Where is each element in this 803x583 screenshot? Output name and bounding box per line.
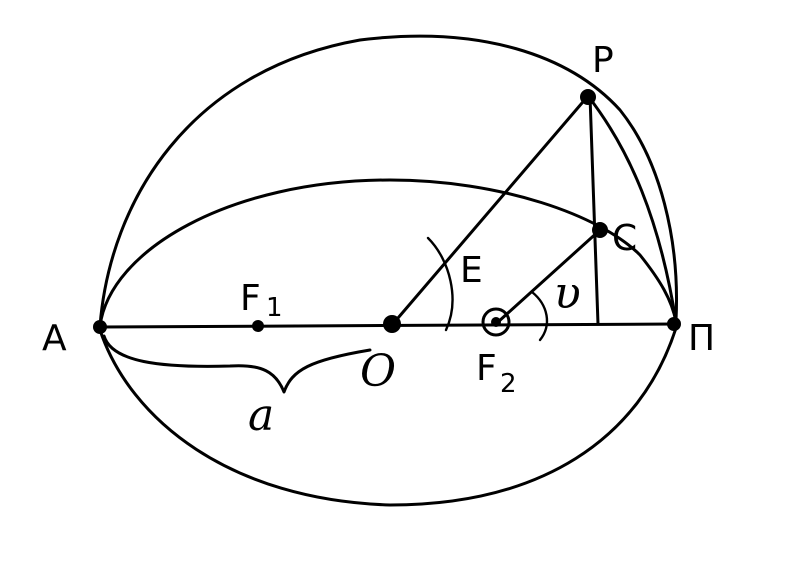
angle-v-arc [530, 290, 549, 342]
label-f2: F [476, 348, 497, 389]
label-c: C [612, 218, 637, 259]
label-f1: F [240, 278, 261, 319]
point-o [383, 315, 401, 333]
semi-major-brace [102, 334, 372, 394]
line-f2-c [496, 228, 602, 324]
label-o: O [360, 346, 396, 397]
auxiliary-circle-upper [98, 34, 678, 328]
ellipse-upper-arc [98, 178, 678, 328]
label-f1-sub: 1 [266, 293, 283, 323]
point-f1 [252, 320, 264, 332]
label-v: υ [554, 268, 581, 319]
chord-p-pi [586, 94, 678, 324]
label-f2-sub: 2 [500, 369, 517, 399]
point-a [93, 320, 107, 334]
point-c [592, 222, 608, 238]
label-e: E [460, 250, 483, 291]
point-p [580, 89, 596, 105]
point-f2-ring [481, 307, 511, 337]
label-pi: Π [688, 318, 715, 359]
point-f2 [491, 317, 501, 327]
auxiliary-circle-lower [98, 326, 678, 507]
label-a-point: A [42, 318, 67, 359]
perpendicular-p-axis [588, 94, 600, 326]
line-o-p [390, 94, 590, 327]
label-p: P [592, 40, 614, 81]
point-pi [667, 317, 681, 331]
label-a-length: a [248, 390, 274, 441]
angle-e-arc [426, 236, 454, 332]
